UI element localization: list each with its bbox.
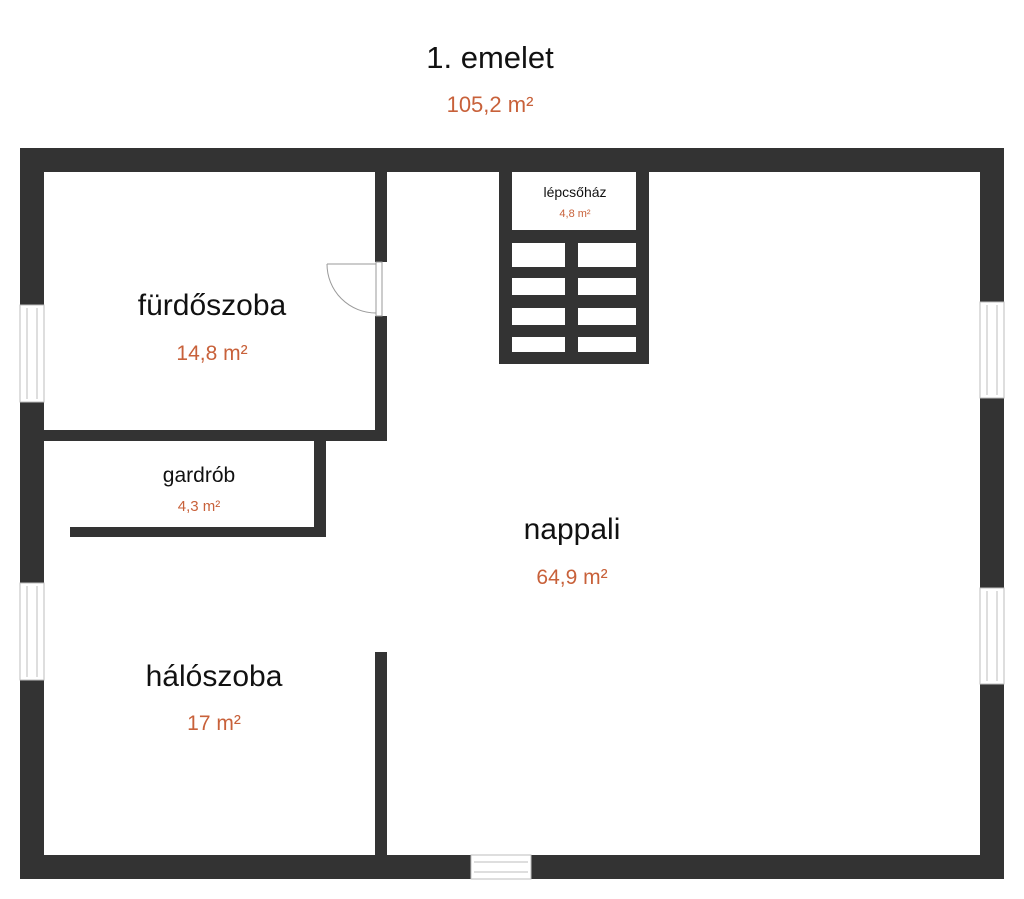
stair-step [512,278,565,295]
room-bathroom: fürdőszoba 14,8 m² [138,289,287,365]
floor-title: 1. emelet [426,40,554,75]
windows [19,301,1005,880]
outer-wall-left [20,148,44,879]
stair-step [578,308,636,325]
stair-steps [512,243,636,352]
room-wardrobe: gardrób 4,3 m² [163,464,235,515]
room-stairwell: lépcsőház 4,8 m² [543,184,606,220]
stair-step [512,243,565,267]
stair-step [512,337,565,352]
inner-walls [44,172,387,855]
wall-bathroom-bottom [44,430,387,441]
wall-bathroom-right-upper [375,172,387,262]
room-area-living: 64,9 m² [536,566,607,589]
room-name-stairwell: lépcsőház [543,184,606,200]
outer-wall-top [20,148,1004,172]
door-leaf [375,261,383,317]
room-name-wardrobe: gardrób [163,464,235,487]
window-bathroom-left [19,304,45,403]
window-bedroom-left [19,582,45,681]
wall-bathroom-right-lower [375,316,387,440]
stair-step [578,278,636,295]
window-living-bottom [470,854,532,880]
stairwell [499,170,649,364]
room-area-bathroom: 14,8 m² [176,342,247,365]
room-area-wardrobe: 4,3 m² [178,498,221,515]
room-name-bedroom: hálószoba [146,660,283,693]
room-living: nappali 64,9 m² [524,513,621,589]
room-area-bedroom: 17 m² [187,712,241,735]
wall-bedroom-right [375,652,387,855]
bathroom-door [326,261,387,317]
window-living-right-upper [979,301,1005,399]
stair-step [578,337,636,352]
wall-wardrobe-right [314,441,326,537]
door-swing-arc [326,263,377,314]
wall-wardrobe-bottom [70,527,326,537]
floor-total-area: 105,2 m² [447,92,534,117]
room-name-living: nappali [524,513,621,546]
outer-wall-right [980,148,1004,879]
room-area-stairwell: 4,8 m² [559,208,591,220]
room-name-bathroom: fürdőszoba [138,289,287,322]
window-living-right-lower [979,587,1005,685]
stairwell-landing [512,172,636,230]
room-bedroom: hálószoba 17 m² [146,660,283,735]
stair-step [512,308,565,325]
stair-step [578,243,636,267]
